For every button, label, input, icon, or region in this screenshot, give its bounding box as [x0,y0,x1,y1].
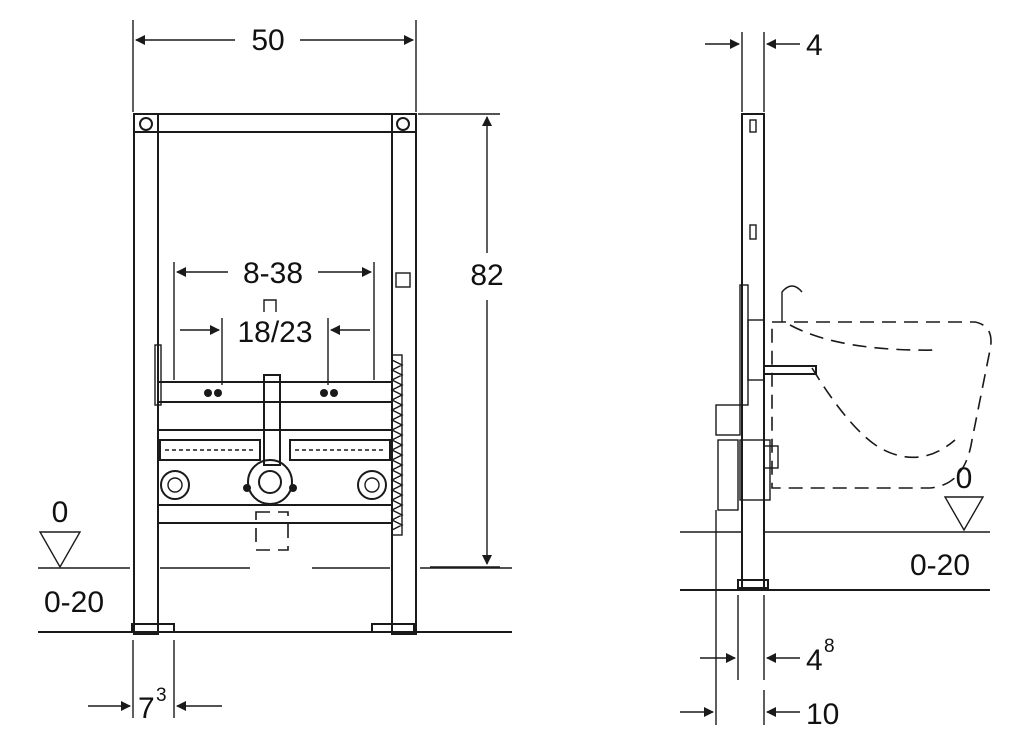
fixing-hole-left [139,117,153,131]
foot-depth-dimension: 4 8 [700,595,835,680]
foot-width-label: 7 [138,692,155,725]
frame-depth-dimension: 4 [705,29,823,112]
floor-level-front: 0 0-20 [38,496,512,633]
foot-depth-label: 4 [806,644,823,677]
foot-width-sup: 3 [156,685,167,706]
height-label: 82 [470,259,503,292]
connection-range-label: 8-38 [243,257,303,290]
floor-zero-label-side: 0 [956,462,973,495]
floor-zero-label-front: 0 [52,496,69,529]
front-view: 50 [38,20,512,725]
side-frame [715,113,817,589]
side-foot [737,579,769,589]
floor-offset-label-front: 0-20 [44,586,104,619]
adjust-knob-left [160,470,190,500]
width-dimension: 50 [132,20,417,112]
fixing-spacing-dimension: 18/23 [180,316,370,385]
floor-offset-label-side: 0-20 [910,549,970,582]
mounting-frame [131,113,417,635]
side-view: 4 0 0-2 [680,29,992,731]
height-dimension: 82 [418,113,504,568]
frame-depth-label: 4 [806,29,823,62]
floor-level-side: 0 0-20 [680,462,990,591]
total-depth-dimension: 10 [680,510,839,731]
foot-depth-sup: 8 [824,636,835,657]
drain-elbow [247,459,293,505]
width-label: 50 [251,24,284,57]
bidet-outline [771,285,992,489]
total-depth-label: 10 [806,698,839,731]
fixing-hole-right [396,117,410,131]
bidet-bracket [763,365,817,375]
adjust-knob-right [357,470,387,500]
connection-range-dimension: 8-38 [173,257,375,380]
foot-width-dimension: 7 3 [88,640,222,725]
foot-left [131,623,175,633]
fixing-spacing-label: 18/23 [237,316,312,349]
